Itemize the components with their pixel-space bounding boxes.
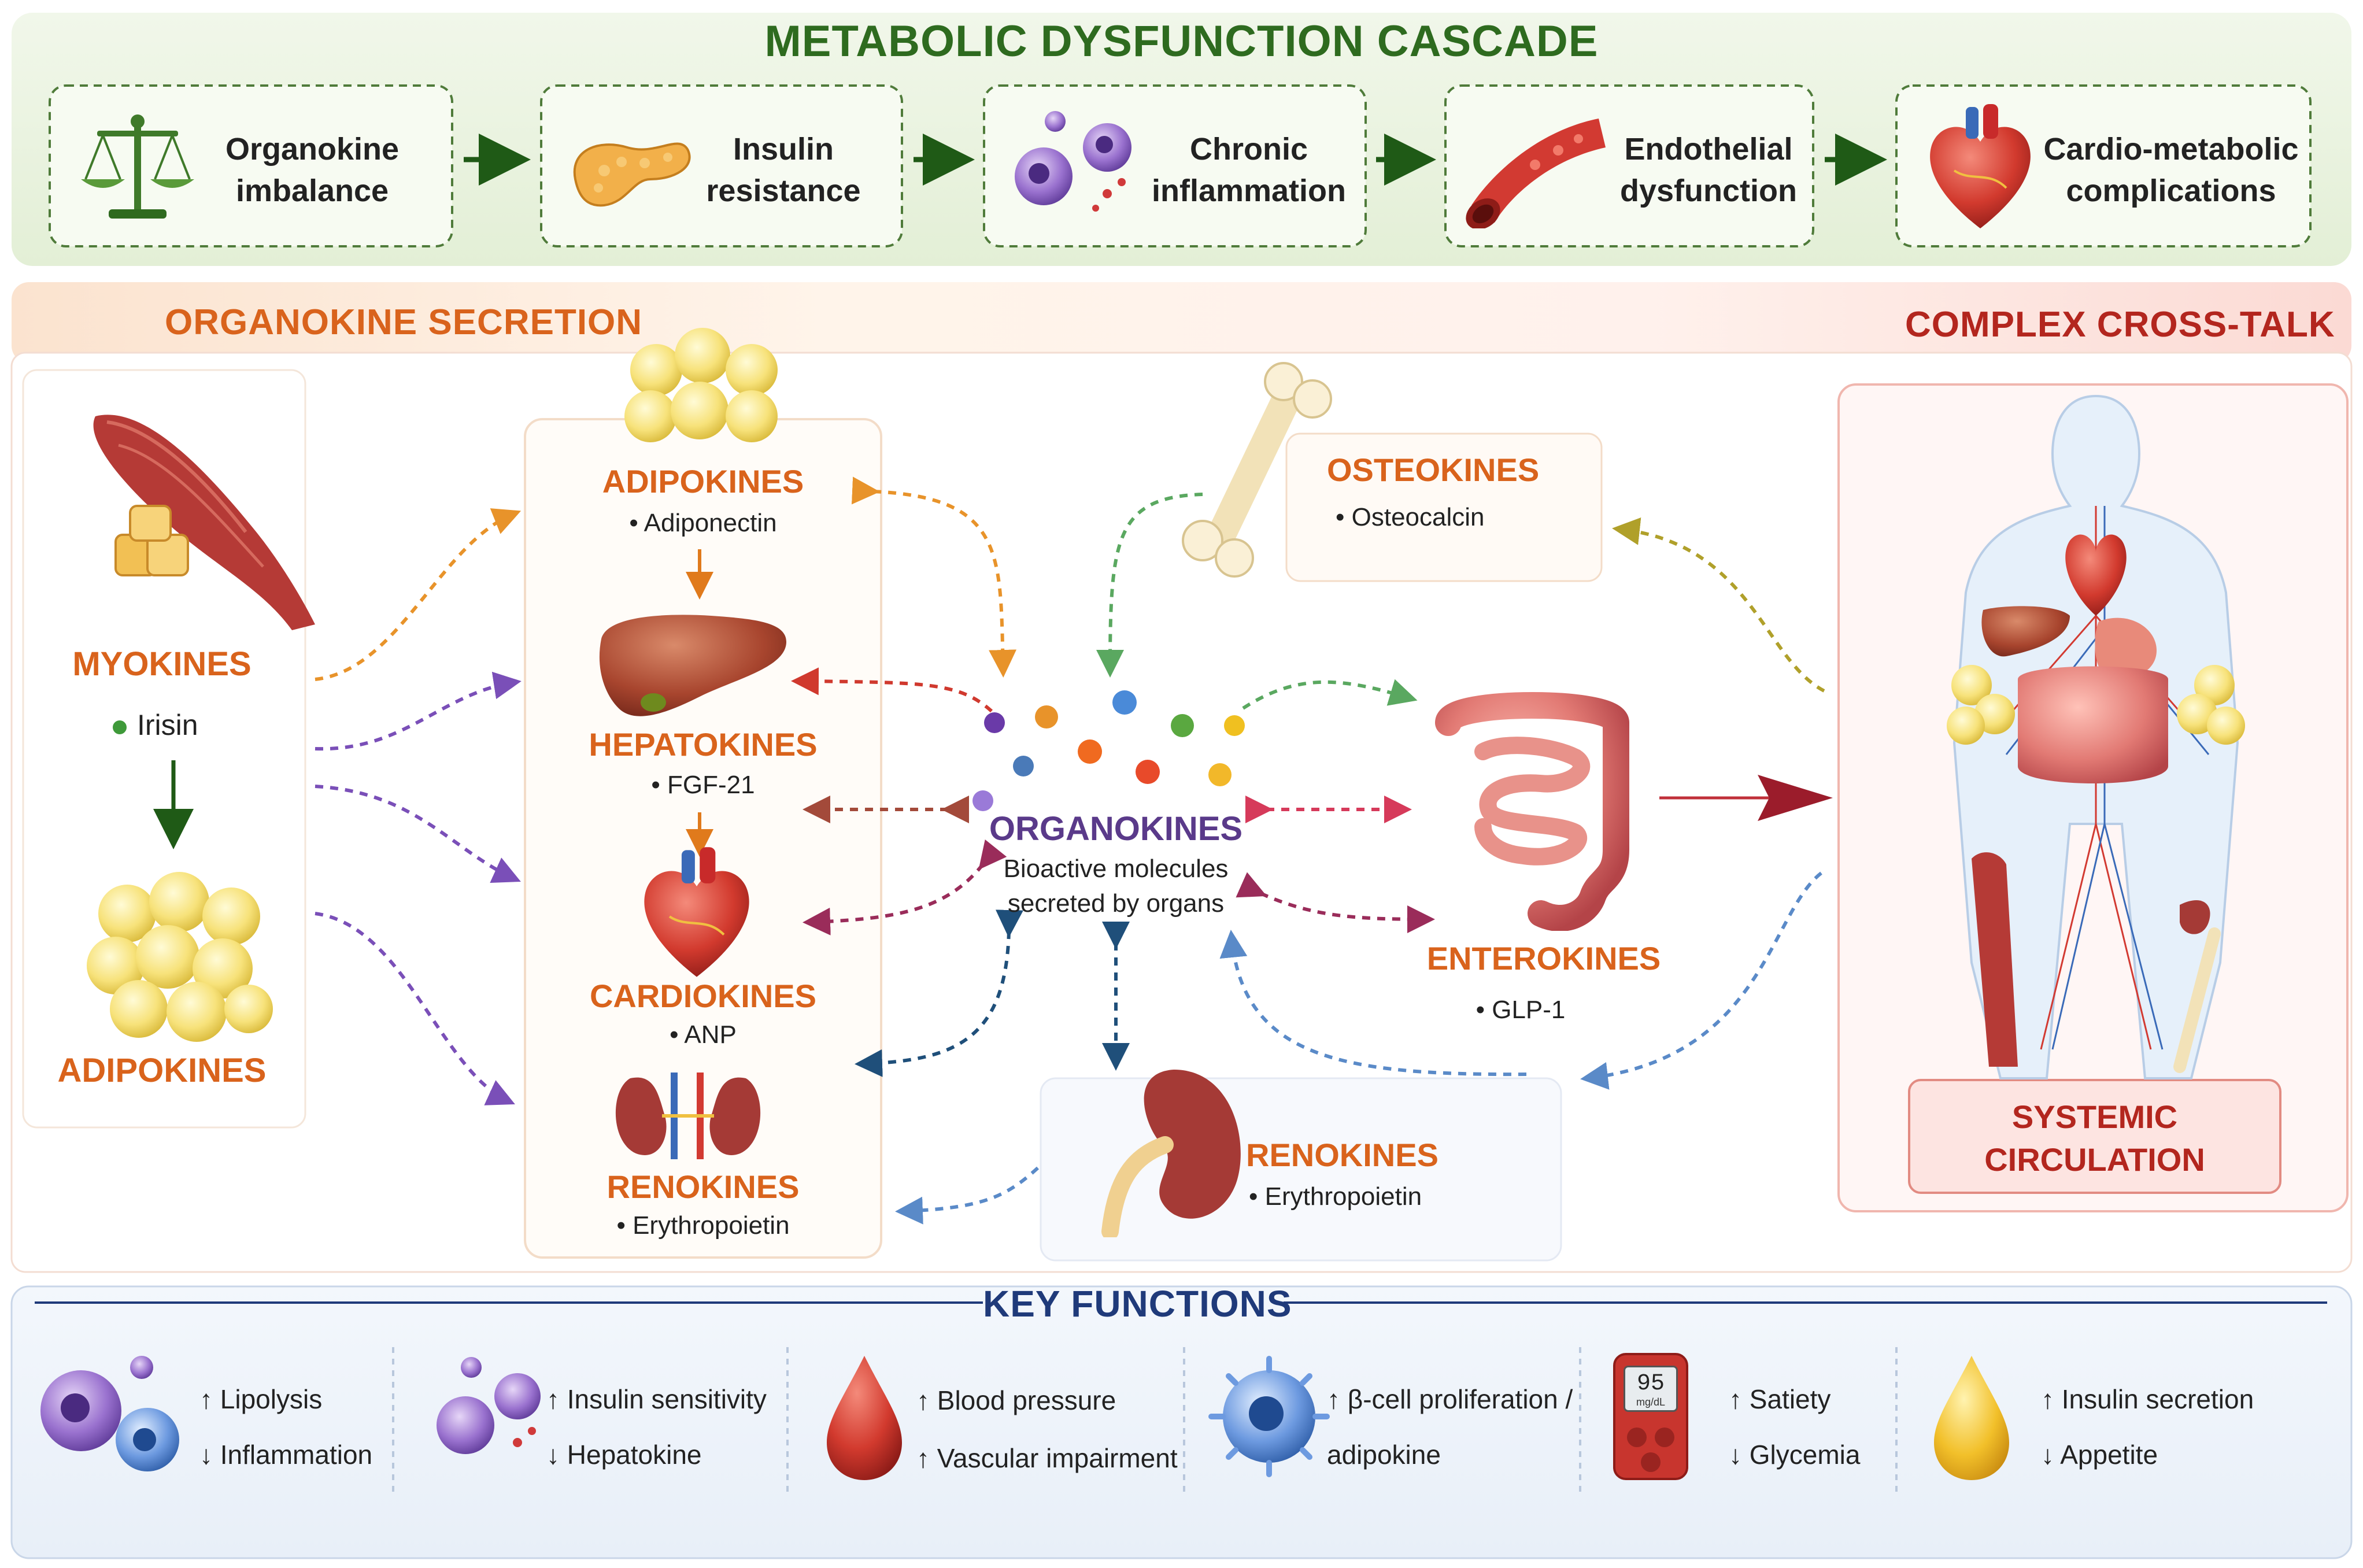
enterokines-item: • GLP-1: [1476, 996, 1566, 1024]
glucometer-unit: mg/dL: [1636, 1396, 1666, 1408]
cascade-step-4-line1: Endothelial: [1624, 132, 1793, 167]
key-function-3: ↑ Blood pressure ↑ Vascular impairment: [916, 1371, 1178, 1487]
osteokines-item-label: Osteocalcin: [1351, 503, 1485, 531]
column-adipokines-label: ADIPOKINES: [602, 463, 804, 500]
cascade-step-2: Insulin resistance: [697, 128, 870, 212]
key-function-1-line2: ↓ Inflammation: [199, 1440, 373, 1470]
osteokines-label: OSTEOKINES: [1327, 452, 1540, 488]
glucometer-value: 95: [1636, 1371, 1665, 1397]
kidney-icon: [1101, 1070, 1241, 1237]
cascade-step-1-line1: Organokine: [225, 132, 400, 167]
cascade-step-2-line1: Insulin: [733, 132, 834, 167]
key-function-1: ↑ Lipolysis ↓ Inflammation: [199, 1371, 372, 1482]
myokine-item-label: Irisin: [137, 709, 198, 741]
organokines-label: ORGANOKINES: [989, 810, 1243, 848]
glucometer-screen: 95 mg/dL: [1624, 1366, 1678, 1412]
column-hepatokines-item-label: FGF-21: [667, 771, 755, 799]
adipokines-label-left: ADIPOKINES: [57, 1052, 267, 1089]
systemic-circulation-label: SYSTEMIC CIRCULATION: [1909, 1096, 2280, 1181]
key-function-4-line2: adipokine: [1327, 1440, 1441, 1470]
cascade-step-5-line2: complications: [2066, 173, 2276, 208]
kidney-icon: [615, 1073, 761, 1159]
immune-cells-icon: [1015, 111, 1131, 212]
key-function-5: ↑ Satiety ↓ Glycemia: [1729, 1371, 1860, 1482]
column-renokines-item-label: Erythropoietin: [633, 1211, 790, 1240]
renokines-center-item-label: Erythropoietin: [1264, 1182, 1422, 1211]
key-functions-title: KEY FUNCTIONS: [983, 1283, 1292, 1325]
human-body-icon: [1947, 394, 2245, 1079]
liver-icon: [599, 615, 786, 716]
complex-crosstalk-title: COMPLEX CROSS-TALK: [1905, 305, 2335, 345]
key-function-6-line1: ↑ Insulin secretion: [2041, 1384, 2254, 1414]
beta-cell-icon: [1208, 1356, 1330, 1477]
key-function-6-line2: ↓ Appetite: [2041, 1440, 2158, 1470]
glucometer-icon: 95 mg/dL: [1613, 1353, 1688, 1480]
cascade-step-3: Chronic inflammation: [1145, 128, 1353, 212]
key-function-2: ↑ Insulin sensitivity ↓ Hepatokine: [546, 1371, 767, 1482]
intestines-icon: [1435, 692, 1629, 931]
column-adipokines-item-label: Adiponectin: [644, 509, 777, 537]
key-function-5-line2: ↓ Glycemia: [1729, 1440, 1861, 1470]
bullet-icon: [113, 720, 127, 734]
column-hepatokines-label: HEPATOKINES: [589, 726, 818, 763]
insulin-drop-icon: [1934, 1356, 2009, 1480]
cascade-step-1-line2: imbalance: [235, 173, 389, 208]
bone-icon: [1182, 362, 1332, 578]
column-cardiokines-item: • ANP: [670, 1020, 737, 1049]
osteokines-item: • Osteocalcin: [1336, 503, 1485, 531]
key-function-6: ↑ Insulin secretion ↓ Appetite: [2041, 1371, 2254, 1482]
cascade-step-4: Endothelial dysfunction: [1613, 128, 1804, 212]
column-hepatokines-item: • FGF-21: [651, 771, 755, 799]
key-function-2-line1: ↑ Insulin sensitivity: [546, 1384, 767, 1414]
key-function-5-line1: ↑ Satiety: [1729, 1384, 1831, 1414]
immune-cells-icon: [40, 1356, 179, 1471]
systemic-line2: CIRCULATION: [1984, 1141, 2205, 1178]
myokine-item: Irisin: [113, 708, 198, 742]
key-function-3-line1: ↑ Blood pressure: [916, 1385, 1116, 1415]
myokines-label: MYOKINES: [72, 645, 252, 683]
heart-icon: [1930, 104, 2031, 228]
renokines-center-label: RENOKINES: [1246, 1137, 1438, 1173]
cascade-step-5-line1: Cardio-metabolic: [2043, 132, 2299, 167]
adipose-tissue-icon: [624, 328, 778, 442]
column-adipokines-item: • Adiponectin: [629, 509, 777, 537]
pancreas-icon: [573, 142, 691, 207]
cascade-step-3-line1: Chronic: [1189, 132, 1308, 167]
column-renokines-item: • Erythropoietin: [616, 1211, 790, 1240]
key-function-4: ↑ β-cell proliferation / adipokine: [1327, 1371, 1573, 1482]
key-function-2-line2: ↓ Hepatokine: [546, 1440, 702, 1470]
immune-cells-icon: [437, 1357, 541, 1454]
muscle-icon: [93, 415, 315, 630]
renokines-center-item: • Erythropoietin: [1249, 1182, 1422, 1211]
balance-scale-icon: [81, 114, 194, 219]
blood-drop-icon: [827, 1356, 902, 1480]
cascade-step-1: Organokine imbalance: [208, 128, 416, 212]
heart-icon: [644, 847, 749, 977]
column-cardiokines-item-label: ANP: [684, 1020, 737, 1049]
cascade-step-2-line2: resistance: [706, 173, 861, 208]
organokine-molecules-icon: [972, 690, 1245, 811]
cascade-title: METABOLIC DYSFUNCTION CASCADE: [764, 17, 1599, 66]
column-cardiokines-label: CARDIOKINES: [589, 978, 817, 1014]
organokine-secretion-title: ORGANOKINE SECRETION: [165, 302, 643, 342]
key-function-4-line1: ↑ β-cell proliferation /: [1327, 1384, 1573, 1414]
blood-vessel-icon: [1466, 119, 1606, 228]
systemic-line1: SYSTEMIC: [2011, 1099, 2178, 1135]
cascade-step-3-line2: inflammation: [1151, 173, 1347, 208]
organokines-desc-line1: Bioactive molecules: [1003, 855, 1229, 883]
key-function-3-line2: ↑ Vascular impairment: [916, 1443, 1178, 1473]
key-function-1-line1: ↑ Lipolysis: [199, 1384, 323, 1414]
column-renokines-label: RENOKINES: [607, 1168, 800, 1205]
enterokines-item-label: GLP-1: [1492, 996, 1566, 1024]
cascade-step-5: Cardio-metabolic complications: [2041, 128, 2301, 212]
cascade-step-4-line2: dysfunction: [1620, 173, 1797, 208]
enterokines-label: ENTEROKINES: [1426, 940, 1661, 977]
organokines-desc-line2: secreted by organs: [1007, 889, 1225, 918]
adipose-tissue-icon: [87, 872, 273, 1042]
